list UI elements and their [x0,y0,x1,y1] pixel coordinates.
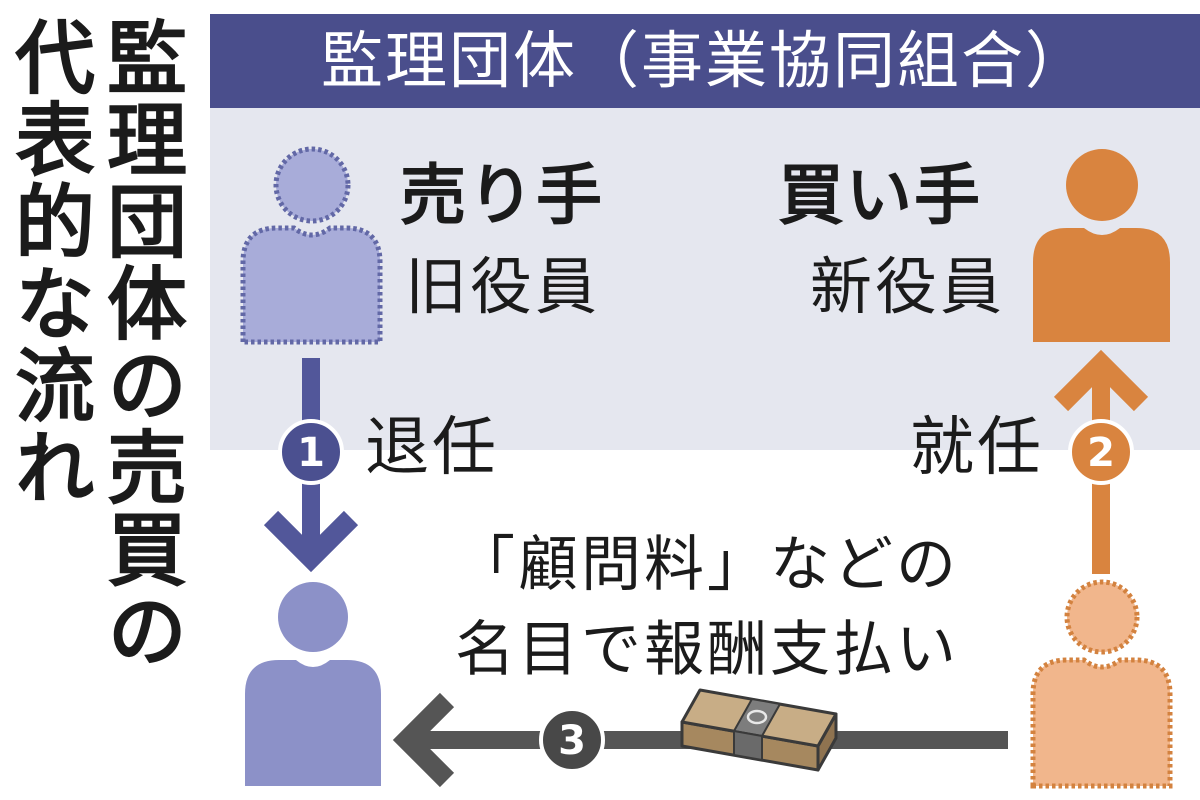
step-3-caption-line-1: 「顧問料」などの [455,530,959,600]
buyer-head [1066,149,1138,221]
step-2-badge: 2 [1068,419,1134,485]
seller-body [240,225,383,345]
buyer-before-appointment-icon [1030,579,1173,789]
retired-seller-head [278,582,348,652]
step-1-label: 退任 [365,411,499,485]
buyer-role-label: 買い手 [778,157,982,234]
organization-header: 監理団体（事業協同組合） [210,14,1200,108]
money-band-front [733,730,763,761]
retirement-arrow-head [263,510,359,573]
money-bundle-icon [680,688,838,772]
step-2-label: 就任 [910,411,1044,485]
step-3-circle [539,707,605,773]
prospective-buyer-body [1030,657,1173,789]
money-band-seal [746,709,768,725]
buyer-position-label: 新役員 [810,250,1006,323]
buyer-new-officer-icon [1033,149,1170,342]
retired-seller-body [245,660,381,786]
title-line-2: 代表的な流れ [2,16,95,508]
seller-retired-person-icon [245,582,381,786]
step-1-number: 1 [297,430,325,476]
step-2-number: 2 [1087,430,1115,476]
appointment-arrow-head [1053,349,1149,412]
seller-former-officer-icon [240,146,383,345]
step-1-circle [278,419,344,485]
seller-position-label: 旧役員 [405,250,601,323]
step-3-caption-line-2: 名目で報酬支払い [455,615,959,685]
step-1-badge: 1 [278,419,344,485]
seller-role-label: 売り手 [400,157,604,234]
payment-arrow-head [392,692,455,788]
step-3-badge: 3 [539,707,605,773]
prospective-buyer-head [1064,579,1140,655]
seller-head [273,146,351,224]
step-2-circle [1068,419,1134,485]
buyer-body [1033,228,1170,342]
step-3-number: 3 [558,718,586,764]
title-line-1: 監理団体の売買の [94,16,187,672]
